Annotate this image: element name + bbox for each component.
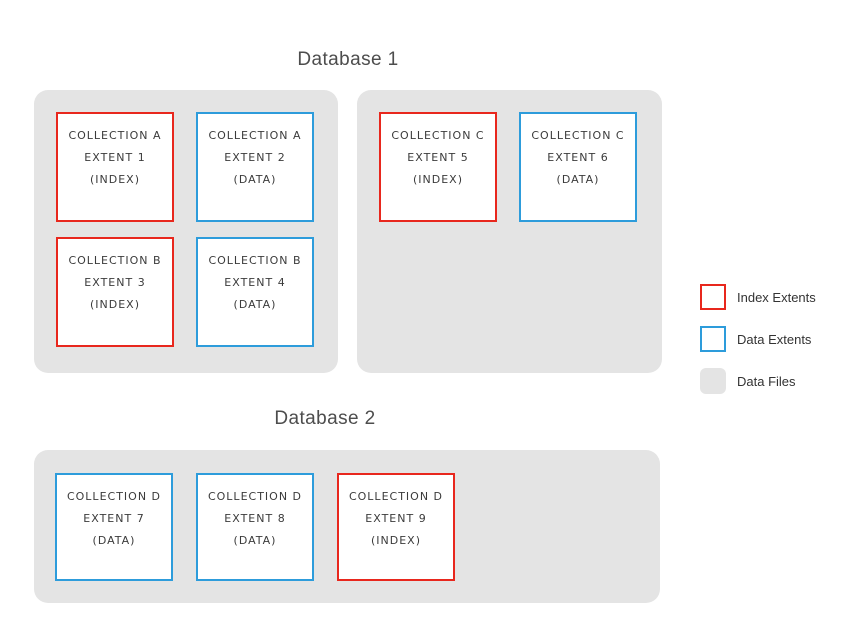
legend: Index Extents Data Extents Data Files — [700, 284, 816, 410]
extent-box: COLLECTION D EXTENT 9 (INDEX) — [337, 473, 455, 581]
extent-kind-label: (INDEX) — [89, 173, 140, 186]
data-extent-swatch — [700, 326, 726, 352]
extent-collection-label: COLLECTION A — [68, 129, 162, 142]
extent-kind-label: (DATA) — [92, 534, 136, 547]
extent-kind-label: (INDEX) — [370, 534, 421, 547]
legend-label: Data Extents — [737, 331, 812, 347]
extent-number-label: EXTENT 4 — [224, 276, 286, 289]
data-file-panel: COLLECTION A EXTENT 1 (INDEX) COLLECTION… — [34, 90, 338, 373]
database-1-title: Database 1 — [297, 49, 399, 70]
extent-box: COLLECTION D EXTENT 7 (DATA) — [55, 473, 173, 581]
extent-number-label: EXTENT 2 — [224, 151, 286, 164]
database-2-title: Database 2 — [274, 408, 376, 429]
extent-kind-label: (INDEX) — [412, 173, 463, 186]
extent-box: COLLECTION A EXTENT 1 (INDEX) — [56, 112, 174, 222]
extent-collection-label: COLLECTION D — [348, 490, 444, 503]
extent-number-label: EXTENT 6 — [547, 151, 609, 164]
legend-label: Index Extents — [737, 289, 816, 305]
extent-kind-label: (INDEX) — [89, 298, 140, 311]
extent-number-label: EXTENT 7 — [83, 512, 145, 525]
extent-number-label: EXTENT 3 — [84, 276, 146, 289]
extent-collection-label: COLLECTION D — [207, 490, 303, 503]
index-extent-swatch — [700, 284, 726, 310]
extent-kind-label: (DATA) — [233, 173, 277, 186]
data-file-swatch — [700, 368, 726, 394]
extent-collection-label: COLLECTION A — [208, 129, 302, 142]
extent-box: COLLECTION B EXTENT 3 (INDEX) — [56, 237, 174, 347]
extent-box: COLLECTION A EXTENT 2 (DATA) — [196, 112, 314, 222]
legend-item: Data Files — [700, 368, 816, 394]
extent-box: COLLECTION C EXTENT 6 (DATA) — [519, 112, 637, 222]
extent-box: COLLECTION D EXTENT 8 (DATA) — [196, 473, 314, 581]
extent-box: COLLECTION B EXTENT 4 (DATA) — [196, 237, 314, 347]
legend-item: Index Extents — [700, 284, 816, 310]
extent-number-label: EXTENT 1 — [84, 151, 146, 164]
extent-collection-label: COLLECTION B — [208, 254, 302, 267]
legend-item: Data Extents — [700, 326, 816, 352]
extent-kind-label: (DATA) — [233, 298, 277, 311]
extent-number-label: EXTENT 5 — [407, 151, 469, 164]
extent-kind-label: (DATA) — [556, 173, 600, 186]
legend-label: Data Files — [737, 373, 796, 389]
extent-box: COLLECTION C EXTENT 5 (INDEX) — [379, 112, 497, 222]
extent-kind-label: (DATA) — [233, 534, 277, 547]
data-file-panel: COLLECTION C EXTENT 5 (INDEX) COLLECTION… — [357, 90, 662, 373]
extent-collection-label: COLLECTION D — [66, 490, 162, 503]
extent-collection-label: COLLECTION C — [391, 129, 485, 142]
data-file-panel: COLLECTION D EXTENT 7 (DATA) COLLECTION … — [34, 450, 660, 603]
extent-number-label: EXTENT 9 — [365, 512, 427, 525]
extent-collection-label: COLLECTION B — [68, 254, 162, 267]
extent-collection-label: COLLECTION C — [531, 129, 625, 142]
extent-number-label: EXTENT 8 — [224, 512, 286, 525]
